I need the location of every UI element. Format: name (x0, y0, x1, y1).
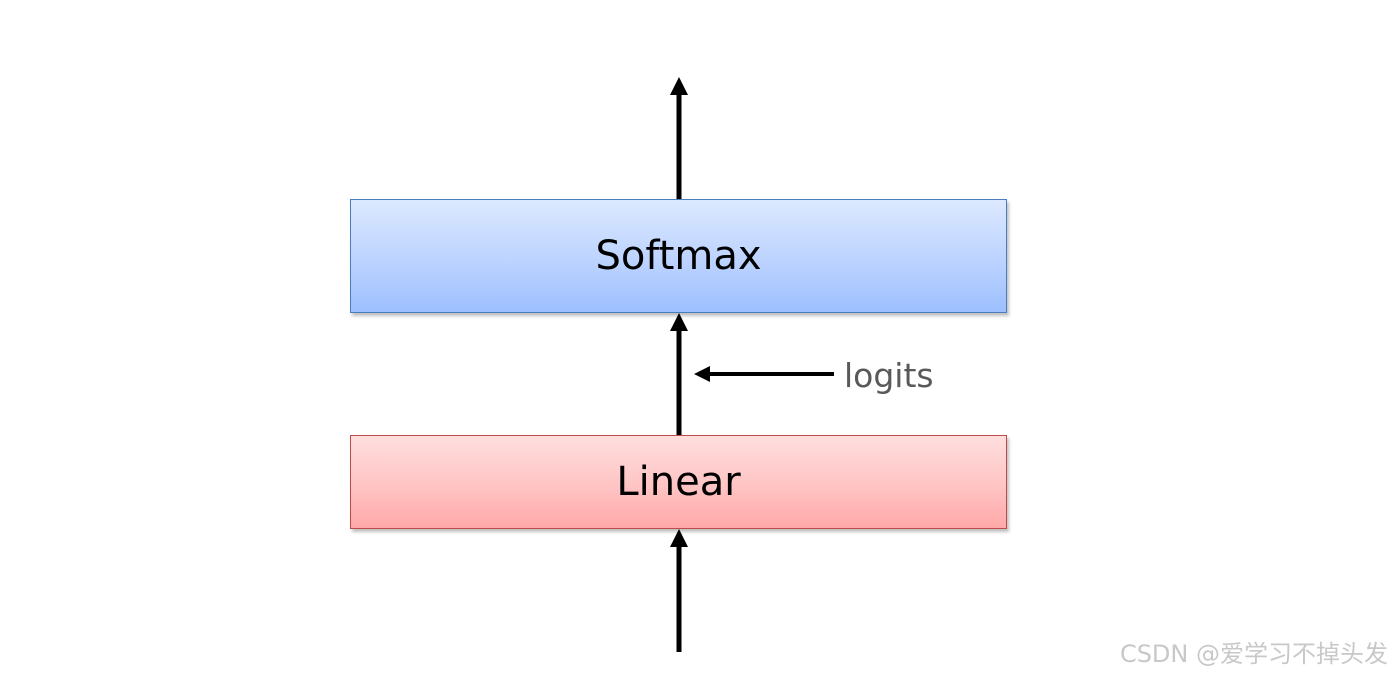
linear-to-softmax-arrow (670, 313, 688, 435)
logits-pointer-arrow (694, 366, 834, 382)
softmax-label: Softmax (595, 233, 762, 279)
watermark: CSDN @爱学习不掉头发 (1119, 640, 1388, 668)
linear-layer: Linear (350, 435, 1007, 529)
logits-label: logits (844, 356, 934, 395)
output-arrow (670, 77, 688, 199)
linear-label: Linear (616, 459, 741, 505)
softmax-layer: Softmax (350, 199, 1007, 313)
input-arrow (670, 529, 688, 652)
